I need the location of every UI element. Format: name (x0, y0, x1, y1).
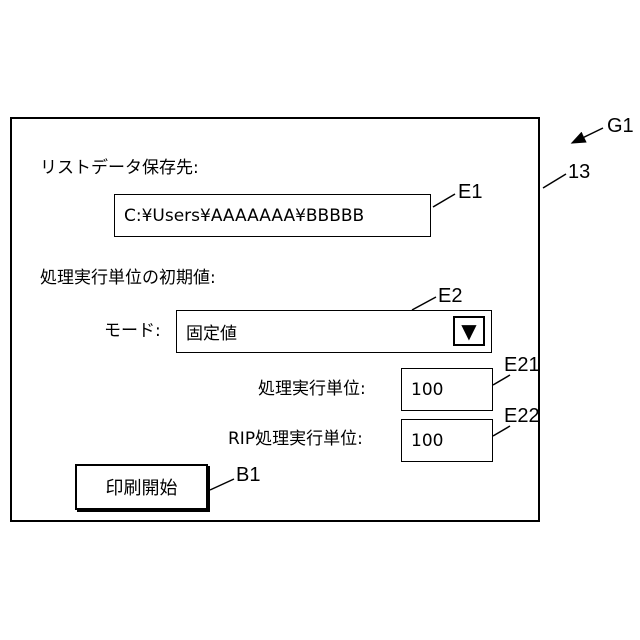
figure-ref-b1: B1 (236, 464, 260, 486)
mode-select[interactable]: 固定値 ▼ (176, 310, 492, 353)
window-leader (543, 174, 566, 188)
mode-select-value: 固定値 (186, 319, 237, 344)
proc-unit-input[interactable]: 100 (401, 368, 493, 411)
initial-unit-heading: 処理実行単位の初期値: (40, 268, 216, 288)
chevron-down-icon[interactable]: ▼ (453, 316, 485, 346)
figure-ref-window: 13 (568, 161, 590, 183)
figure-ref-e2: E2 (438, 285, 462, 307)
figure-ref-e21: E21 (504, 354, 540, 376)
g1-arrow (572, 128, 603, 143)
list-data-dest-input[interactable]: C:¥Users¥AAAAAAA¥BBBBB (114, 194, 431, 237)
proc-unit-label: 処理実行単位: (258, 379, 366, 399)
figure-ref-e22: E22 (504, 405, 540, 427)
figure-ref-g1: G1 (607, 115, 634, 137)
rip-unit-input[interactable]: 100 (401, 419, 493, 462)
rip-unit-label: RIP処理実行単位: (228, 429, 363, 449)
list-data-dest-label: リストデータ保存先: (40, 158, 199, 178)
figure-ref-e1: E1 (458, 181, 482, 203)
print-start-button[interactable]: 印刷開始 (75, 464, 208, 510)
mode-label: モード: (104, 321, 161, 341)
